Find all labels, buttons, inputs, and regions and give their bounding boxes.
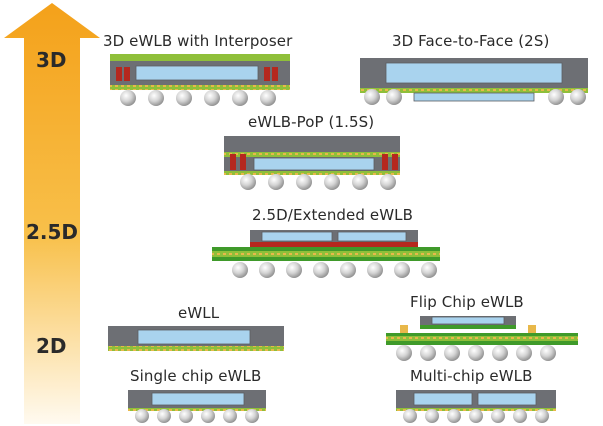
solder-balls [135,409,259,423]
label-ewlb-pop: eWLB-PoP (1.5S) [248,113,375,131]
scale-arrow [4,3,100,424]
solder-balls [364,89,586,105]
solder-balls [120,90,276,106]
solder-balls [240,174,396,190]
package-extended-ewlb [212,230,440,278]
solder-balls [232,262,437,278]
level-3d-label: 3D [36,48,67,72]
solder-balls [403,409,549,423]
label-extended-ewlb: 2.5D/Extended eWLB [252,206,413,224]
solder-balls [396,345,556,361]
label-ewll: eWLL [178,304,220,322]
label-single-chip: Single chip eWLB [130,367,262,385]
label-ewlb-interposer: 3D eWLB with Interposer [103,32,293,50]
package-ewlb-interposer [110,54,290,106]
package-ewlb-pop [224,136,400,190]
level-2d-label: 2D [36,334,67,358]
package-multi-chip [396,390,556,423]
label-flip-chip: Flip Chip eWLB [410,293,524,311]
package-single-chip [128,390,266,423]
label-multi-chip: Multi-chip eWLB [410,367,533,385]
package-ewll [108,326,284,351]
level-25d-label: 2.5D [26,220,79,244]
package-flip-chip [386,316,578,361]
label-face-to-face: 3D Face-to-Face (2S) [392,32,550,50]
package-face-to-face [360,58,588,105]
